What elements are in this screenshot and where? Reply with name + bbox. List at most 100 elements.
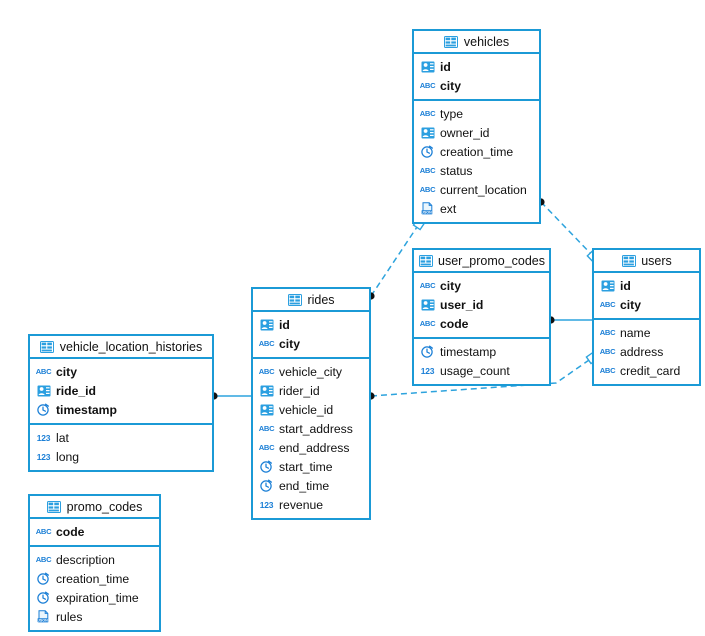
entity-header-vehicle_location_histories[interactable]: vehicle_location_histories bbox=[30, 336, 212, 359]
field-promo_codes-expiration_time[interactable]: expiration_time bbox=[30, 588, 159, 607]
abc-icon: ABC bbox=[35, 367, 52, 376]
field-vehicle_location_histories-long[interactable]: 123 long bbox=[30, 447, 212, 466]
field-vehicles-creation_time[interactable]: creation_time bbox=[414, 142, 539, 161]
abc-icon: ABC bbox=[419, 166, 436, 175]
id-card-icon bbox=[420, 60, 435, 74]
clock-icon bbox=[36, 591, 51, 605]
field-rides-vehicle_id[interactable]: vehicle_id bbox=[253, 400, 369, 419]
pk-field-rides-id[interactable]: id bbox=[253, 315, 369, 334]
field-vehicles-status[interactable]: ABC status bbox=[414, 161, 539, 180]
field-rides-start_time[interactable]: start_time bbox=[253, 457, 369, 476]
table-icon bbox=[47, 500, 62, 514]
field-promo_codes-creation_time[interactable]: creation_time bbox=[30, 569, 159, 588]
pk-field-user_promo_codes-user_id[interactable]: user_id bbox=[414, 295, 549, 314]
abc-icon: ABC bbox=[35, 527, 52, 536]
field-vehicles-type[interactable]: ABC type bbox=[414, 104, 539, 123]
id-card-icon bbox=[600, 279, 615, 293]
field-label: rider_id bbox=[279, 383, 320, 398]
entity-header-vehicles[interactable]: vehicles bbox=[414, 31, 539, 54]
field-label: status bbox=[440, 163, 473, 178]
field-label: creation_time bbox=[440, 144, 514, 159]
entity-title: user_promo_codes bbox=[438, 253, 546, 268]
json-file-icon: JSON bbox=[36, 610, 51, 624]
table-icon bbox=[444, 35, 459, 49]
relationship-vehicle_location_histories-to-rides[interactable] bbox=[210, 392, 251, 400]
field-rides-rider_id[interactable]: rider_id bbox=[253, 381, 369, 400]
table-icon bbox=[287, 293, 302, 307]
field-label: long bbox=[56, 449, 80, 464]
abc-icon: ABC bbox=[599, 328, 616, 337]
abc-icon: ABC bbox=[258, 424, 275, 433]
pk-field-users-id[interactable]: id bbox=[594, 276, 699, 295]
relationship-user_promo_codes-to-users[interactable] bbox=[547, 316, 592, 324]
entity-header-user_promo_codes[interactable]: user_promo_codes bbox=[414, 250, 549, 273]
field-label: credit_card bbox=[620, 363, 681, 378]
field-label: timestamp bbox=[440, 344, 497, 359]
table-icon bbox=[40, 340, 55, 354]
field-label: owner_id bbox=[440, 125, 490, 140]
field-label: city bbox=[440, 278, 462, 293]
abc-icon: ABC bbox=[419, 81, 436, 90]
entity-header-rides[interactable]: rides bbox=[253, 289, 369, 312]
field-rides-end_time[interactable]: end_time bbox=[253, 476, 369, 495]
field-label: id bbox=[620, 278, 631, 293]
field-user_promo_codes-timestamp[interactable]: timestamp bbox=[414, 342, 549, 361]
id-card-icon bbox=[36, 384, 51, 398]
abc-icon: ABC bbox=[419, 185, 436, 194]
field-label: revenue bbox=[279, 497, 324, 512]
field-vehicles-owner_id[interactable]: owner_id bbox=[414, 123, 539, 142]
field-label: code bbox=[56, 524, 85, 539]
field-label: code bbox=[440, 316, 469, 331]
pk-field-promo_codes-code[interactable]: ABC code bbox=[30, 522, 159, 541]
field-label: city bbox=[620, 297, 642, 312]
svg-text:JSON: JSON bbox=[422, 211, 432, 215]
field-label: type bbox=[440, 106, 464, 121]
field-rides-revenue[interactable]: 123 revenue bbox=[253, 495, 369, 514]
123-icon: 123 bbox=[36, 451, 51, 462]
entity-header-promo_codes[interactable]: promo_codes bbox=[30, 496, 159, 519]
pk-field-vehicle_location_histories-ride_id[interactable]: ride_id bbox=[30, 381, 212, 400]
entity-title: rides bbox=[307, 292, 335, 307]
pk-field-vehicles-id[interactable]: id bbox=[414, 57, 539, 76]
pk-field-vehicle_location_histories-timestamp[interactable]: timestamp bbox=[30, 400, 212, 419]
id-card-icon bbox=[420, 298, 435, 312]
field-label: lat bbox=[56, 430, 69, 445]
field-label: usage_count bbox=[440, 363, 510, 378]
entity-title: promo_codes bbox=[66, 499, 143, 514]
entity-header-users[interactable]: users bbox=[594, 250, 699, 273]
123-icon: 123 bbox=[259, 499, 274, 510]
abc-icon: ABC bbox=[35, 555, 52, 564]
abc-icon: ABC bbox=[419, 109, 436, 118]
